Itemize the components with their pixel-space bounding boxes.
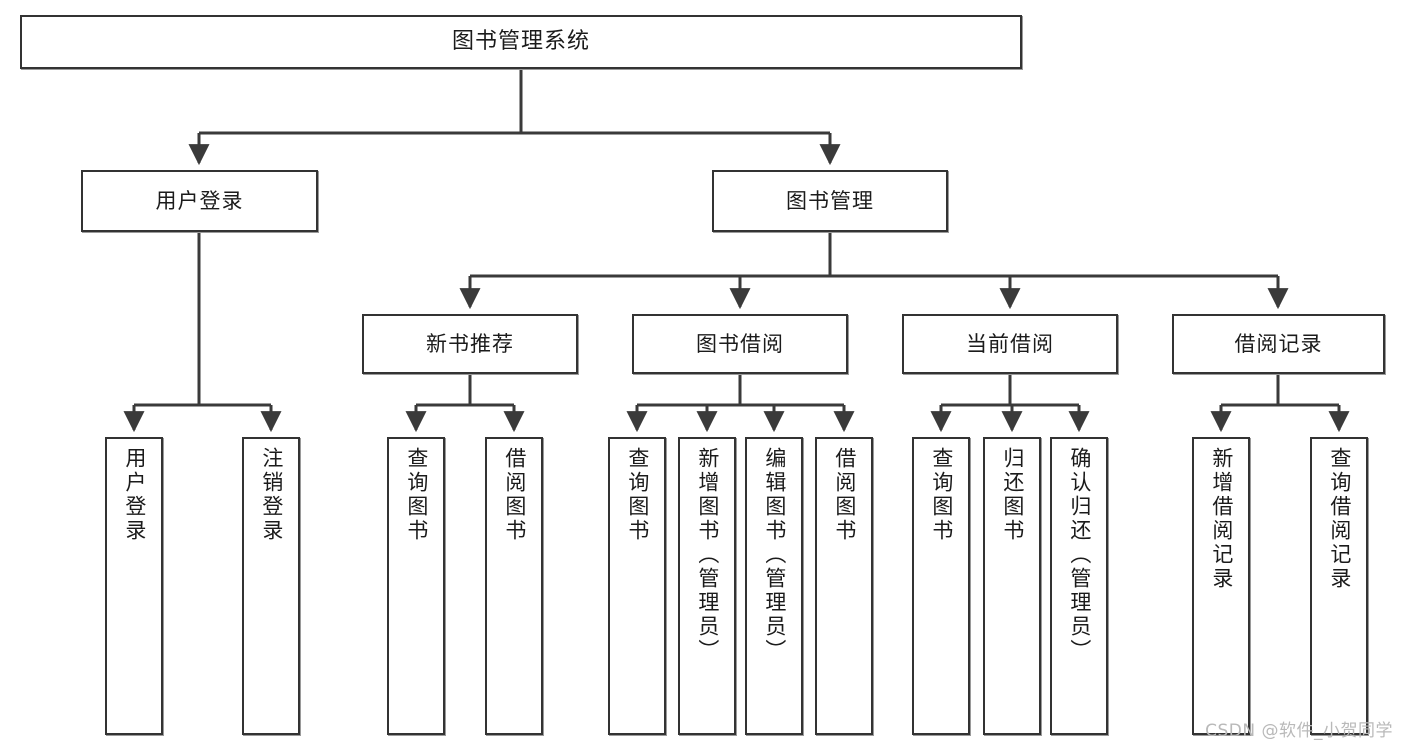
node-borrow-record[interactable]: 借阅记录 — [1172, 314, 1385, 374]
node-label: 借阅图书 — [832, 447, 857, 543]
node-label: 查询图书 — [929, 447, 954, 543]
node-label: 查询图书 — [404, 447, 429, 543]
node-label: 查询图书 — [625, 447, 650, 543]
leaf-query-book-borrow[interactable]: 查询图书 — [608, 437, 666, 735]
node-book-management[interactable]: 图书管理 — [712, 170, 948, 232]
leaf-query-book-current[interactable]: 查询图书 — [912, 437, 970, 735]
leaf-confirm-return-admin[interactable]: 确认归还（管理员） — [1050, 437, 1108, 735]
leaf-logout[interactable]: 注销登录 — [242, 437, 300, 735]
leaf-user-login[interactable]: 用户登录 — [105, 437, 163, 735]
leaf-borrow-book[interactable]: 借阅图书 — [815, 437, 873, 735]
node-label: 新增借阅记录 — [1209, 447, 1234, 591]
node-label: 查询借阅记录 — [1327, 447, 1352, 591]
leaf-add-book-admin[interactable]: 新增图书（管理员） — [678, 437, 736, 735]
leaf-add-borrow-record[interactable]: 新增借阅记录 — [1192, 437, 1250, 735]
node-book-borrow[interactable]: 图书借阅 — [632, 314, 848, 374]
node-label: 图书借阅 — [696, 331, 784, 356]
node-root[interactable]: 图书管理系统 — [20, 15, 1022, 69]
csdn-watermark: CSDN @软件_小贺同学 — [1205, 721, 1393, 741]
node-user-login[interactable]: 用户登录 — [81, 170, 318, 232]
node-label: 注销登录 — [259, 447, 284, 543]
node-label: 用户登录 — [122, 447, 147, 543]
leaf-query-borrow-record[interactable]: 查询借阅记录 — [1310, 437, 1368, 735]
node-label: 图书管理系统 — [451, 29, 590, 55]
node-label: 新书推荐 — [426, 331, 514, 356]
node-label: 借阅图书 — [502, 447, 527, 543]
node-label: 归还图书 — [1000, 447, 1025, 543]
node-label: 图书管理 — [786, 188, 874, 213]
node-label: 当前借阅 — [966, 331, 1054, 356]
leaf-query-book-recommend[interactable]: 查询图书 — [387, 437, 445, 735]
node-current-borrow[interactable]: 当前借阅 — [902, 314, 1118, 374]
leaf-edit-book-admin[interactable]: 编辑图书（管理员） — [745, 437, 803, 735]
node-label: 新增图书（管理员） — [695, 447, 720, 663]
leaf-borrow-book-recommend[interactable]: 借阅图书 — [485, 437, 543, 735]
node-new-book-recommend[interactable]: 新书推荐 — [362, 314, 578, 374]
node-label: 确认归还（管理员） — [1067, 447, 1092, 663]
node-label: 编辑图书（管理员） — [762, 447, 787, 663]
node-label: 用户登录 — [155, 188, 244, 213]
leaf-return-book[interactable]: 归还图书 — [983, 437, 1041, 735]
node-label: 借阅记录 — [1234, 331, 1323, 356]
